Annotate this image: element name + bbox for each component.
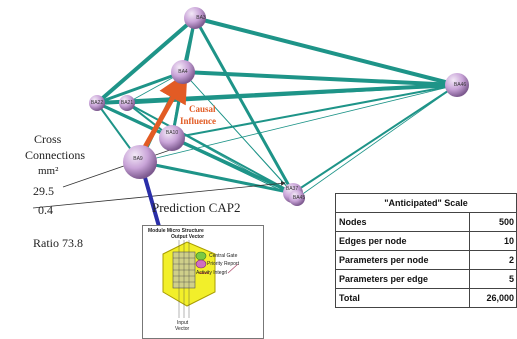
ratio: Ratio 73.8 — [33, 236, 83, 250]
pointer-line — [32, 181, 286, 209]
node: BA45 — [289, 190, 305, 206]
table-header-row: "Anticipated" Scale — [335, 193, 517, 213]
node-sphere — [89, 95, 105, 111]
edge — [126, 102, 298, 199]
row-label: Parameters per node — [334, 250, 471, 270]
node-sphere — [159, 125, 185, 151]
edge — [181, 70, 459, 87]
module-activity-integral: Activity Integrl — [196, 270, 228, 276]
table-row: Parameters per edge 5 — [334, 269, 517, 289]
node-sphere — [445, 73, 469, 97]
value-a: 29.5 — [33, 184, 54, 198]
edge — [194, 17, 298, 199]
edge — [292, 84, 458, 194]
central-gate-shape — [195, 251, 207, 261]
module-micro-structure: Module Micro Structure Output Vector Cen… — [142, 225, 264, 339]
unit-label: mm² — [38, 165, 58, 177]
node-sphere — [184, 7, 206, 29]
node-label: BA22 — [91, 100, 103, 106]
edge — [193, 16, 459, 87]
module-input: Input — [177, 320, 189, 326]
causal-influence-arrow — [137, 71, 188, 158]
prediction: Prediction CAP2 — [152, 200, 241, 215]
node: BA3 — [184, 7, 206, 29]
row-value: 500 — [469, 212, 517, 232]
cross-connections-label: Cross — [34, 132, 61, 147]
node-sphere — [289, 190, 305, 206]
ratio-label: Ratio 73.8 — [33, 236, 83, 251]
table-row: Edges per node 10 — [334, 231, 517, 251]
module-output: Output Vector — [171, 234, 205, 240]
module-grid — [173, 240, 195, 318]
cross-line3: mm² — [38, 165, 59, 177]
node-label: BA10 — [166, 130, 178, 136]
module-vector: Vector — [175, 326, 190, 332]
value-b-label: 0.4 — [38, 203, 53, 218]
row-label: Total — [334, 288, 471, 308]
node-label: BA21 — [121, 100, 133, 106]
edge — [170, 136, 295, 195]
edge — [171, 84, 458, 139]
network-nodes: BA3 BA46 BA4 BA22 BA21 BA10 BA9 BA37 — [89, 7, 469, 206]
node: BA10 — [159, 125, 185, 151]
row-value: 2 — [469, 250, 517, 270]
row-value: 10 — [469, 231, 517, 251]
module-diagram — [162, 240, 239, 318]
node: BA22 — [89, 95, 105, 111]
edge — [95, 16, 197, 105]
node: BA46 — [445, 73, 469, 97]
node-label: BA46 — [454, 82, 466, 88]
edge — [126, 102, 294, 194]
table-row: Parameters per node 2 — [334, 250, 517, 270]
table-header: "Anticipated" Scale — [335, 193, 517, 213]
module-feedback-line — [227, 263, 239, 274]
edge — [139, 84, 458, 163]
value-b: 0.4 — [38, 203, 53, 217]
row-label: Edges per node — [334, 231, 471, 251]
node-label: BA37 — [286, 186, 298, 192]
causal-label-line2: Influence — [180, 116, 216, 126]
table-row: Total 26,000 — [334, 288, 517, 308]
edge — [182, 71, 298, 199]
value-a-label: 29.5 — [33, 184, 54, 199]
node-label: BA45 — [293, 195, 305, 201]
prediction-label: Prediction CAP2 — [152, 200, 240, 216]
module-central-gate: Central Gate — [209, 253, 238, 259]
edge — [138, 160, 295, 195]
row-value: 26,000 — [469, 288, 517, 308]
node: BA21 — [119, 95, 135, 111]
row-value: 5 — [469, 269, 517, 289]
row-label: Nodes — [334, 212, 471, 232]
anticipated-scale-table: "Anticipated" Scale Nodes 500 Edges per … — [334, 193, 517, 308]
row-label: Parameters per edge — [334, 269, 471, 289]
node: BA9 — [123, 145, 157, 179]
node-label: BA4 — [178, 69, 188, 75]
priority-report-shape — [195, 259, 207, 269]
node-sphere — [171, 60, 195, 84]
node: BA4 — [171, 60, 195, 84]
cross-line1: Cross — [34, 132, 62, 146]
edge — [171, 137, 298, 199]
edge — [296, 84, 458, 199]
cross-line2: Connections — [25, 148, 85, 162]
node-label: BA9 — [133, 156, 143, 162]
causal-influence-label: Causal Influence — [180, 104, 216, 126]
node-label: BA3 — [196, 15, 206, 21]
module-title: Module Micro Structure — [148, 228, 204, 234]
causal-label-line1: Causal — [189, 104, 216, 114]
module-priority-report: Priority Report — [207, 261, 239, 267]
node-sphere — [123, 145, 157, 179]
node-sphere — [119, 95, 135, 111]
table-row: Nodes 500 — [334, 212, 517, 232]
connections-label: Connections — [25, 148, 85, 163]
